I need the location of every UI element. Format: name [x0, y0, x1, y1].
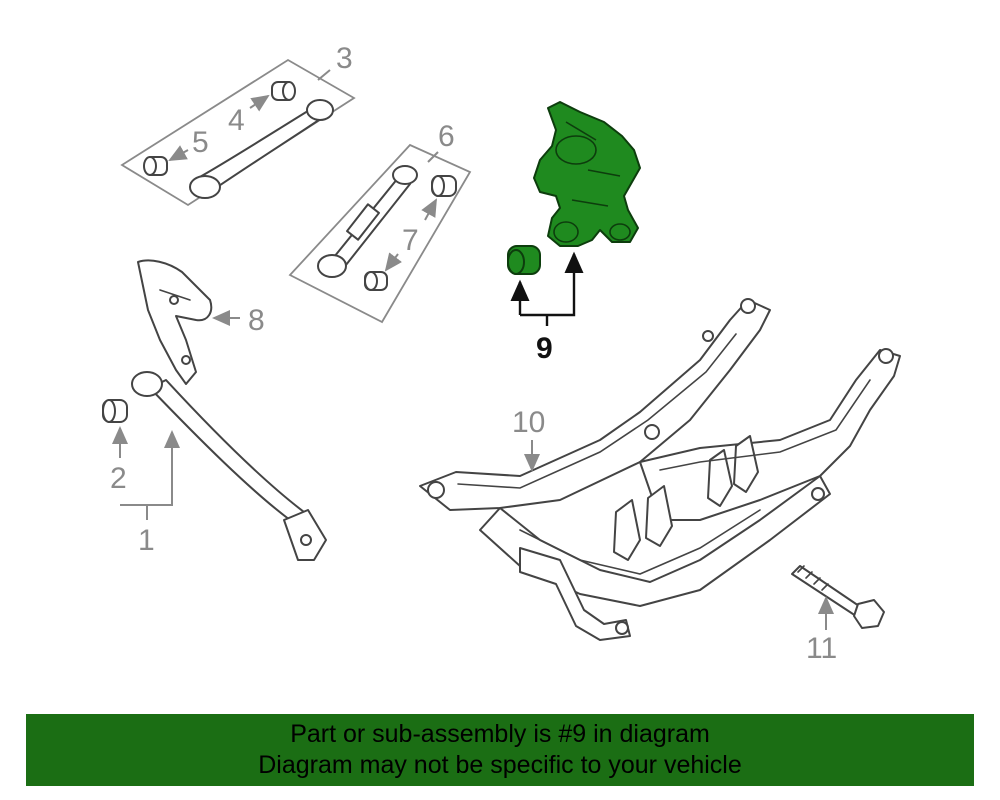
leader-6 [427, 151, 439, 163]
leader-3 [317, 69, 331, 81]
upper-arm-eye-outer [189, 175, 221, 199]
callout-1: 1 [138, 524, 155, 557]
leader-7-lower [384, 252, 402, 272]
leader-5 [168, 145, 189, 161]
bolt-head [853, 599, 885, 629]
adjustable-link-eye-lower [317, 254, 347, 278]
leader-7-upper [421, 198, 437, 221]
crossmember-10 [419, 298, 901, 641]
subframe-bracket-c [707, 449, 733, 507]
subframe-left-foot [519, 547, 631, 641]
upper-arm-eye-inner [306, 99, 334, 121]
upper-arm-kit-panel [120, 58, 356, 207]
info-banner: Part or sub-assembly is #9 in diagram Di… [26, 714, 974, 786]
bushing-2 [102, 399, 128, 423]
bushing-7-upper [431, 175, 457, 197]
subframe-rear-arm [639, 349, 901, 521]
leader-4 [249, 94, 270, 112]
leader-1-bracket [120, 430, 180, 506]
subframe-front-rail [419, 299, 771, 511]
callout-5: 5 [192, 126, 209, 159]
lower-link-assembly [102, 371, 327, 561]
callout-2: 2 [110, 462, 127, 495]
adjustable-link-sleeve [346, 203, 380, 241]
knuckle-bushing [507, 245, 541, 275]
banner-line-2: Diagram may not be specific to your vehi… [258, 751, 742, 779]
adjustable-link-kit [288, 143, 472, 324]
bushing-5 [143, 156, 168, 176]
banner-line-1: Part or sub-assembly is #9 in diagram [290, 720, 710, 748]
callout-6: 6 [438, 120, 455, 153]
knuckle [533, 101, 641, 247]
bolt-11 [791, 565, 885, 630]
callout-10: 10 [512, 406, 545, 439]
adjustable-link-kit-panel [288, 143, 472, 324]
callout-9: 9 [536, 332, 553, 365]
upper-arm-kit [120, 58, 356, 207]
bushing-7-lower [364, 271, 388, 291]
subframe-bracket-b [645, 485, 673, 547]
lower-link-eye [131, 371, 163, 397]
callout-4: 4 [228, 104, 245, 137]
callout-7: 7 [402, 224, 419, 257]
callout-3: 3 [336, 42, 353, 75]
subframe-bracket-a [613, 499, 641, 561]
bracket [137, 259, 213, 385]
bushing-4 [271, 81, 296, 101]
lower-link [149, 379, 305, 521]
adjustable-link-eye-upper [392, 165, 418, 185]
callout-11: 11 [806, 632, 837, 665]
bracket-8 [137, 259, 240, 385]
callout-8: 8 [248, 304, 265, 337]
subframe-bracket-d [733, 435, 759, 493]
knuckle-assembly-9 [507, 101, 641, 326]
leader-9-knuckle [520, 251, 584, 317]
